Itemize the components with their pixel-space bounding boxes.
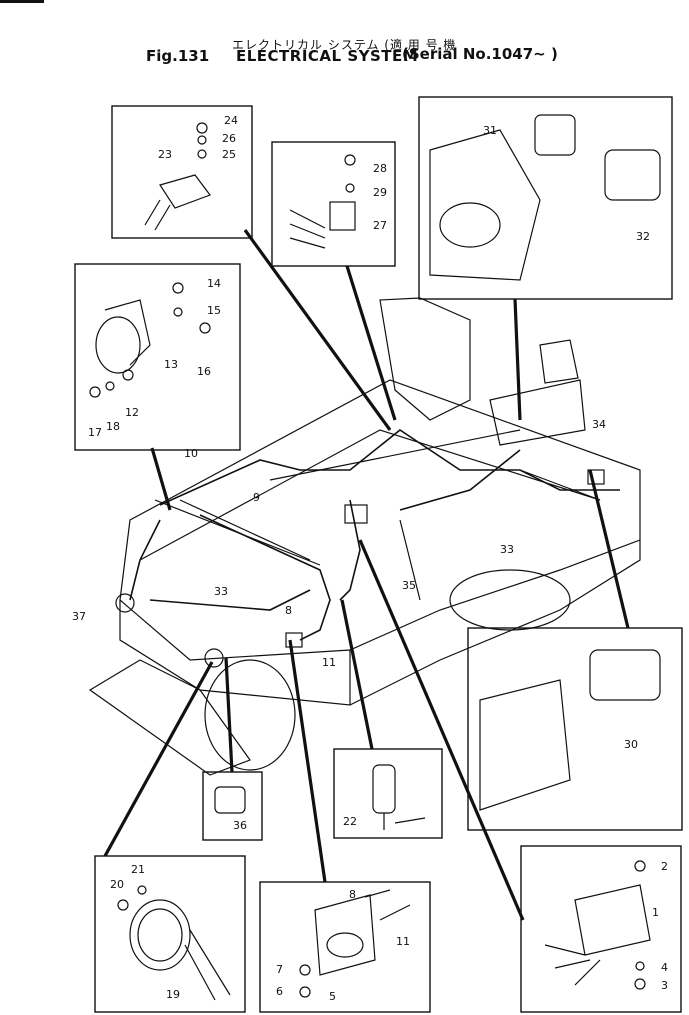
callout-9: 9 bbox=[253, 491, 260, 504]
callout-14: 14 bbox=[207, 277, 221, 290]
callout-15: 15 bbox=[207, 304, 221, 317]
callout-21: 21 bbox=[131, 863, 145, 876]
callout-30: 30 bbox=[624, 738, 638, 751]
corner-rule bbox=[0, 0, 44, 3]
callout-27: 27 bbox=[373, 219, 387, 232]
callout-23: 23 bbox=[158, 148, 172, 161]
callout-11-main: 11 bbox=[322, 656, 336, 669]
callout-26: 26 bbox=[222, 132, 236, 145]
callout-10: 10 bbox=[184, 447, 198, 460]
callout-3: 3 bbox=[661, 979, 668, 992]
callout-31: 31 bbox=[483, 124, 497, 137]
inset-box-plug bbox=[202, 771, 263, 841]
callout-22: 22 bbox=[343, 815, 357, 828]
callout-35: 35 bbox=[402, 579, 416, 592]
figure-title: ELECTRICAL SYSTEM bbox=[236, 47, 419, 65]
part-callouts: 24 26 25 23 28 29 27 31 32 14 15 16 13 1… bbox=[72, 114, 668, 1003]
callout-34: 34 bbox=[592, 418, 606, 431]
inset-box-regulator bbox=[520, 845, 682, 1013]
callout-24: 24 bbox=[224, 114, 238, 127]
callout-33-left: 33 bbox=[214, 585, 228, 598]
japanese-title: エレクトリカル システム (適 用 号 機 bbox=[232, 38, 457, 52]
callout-8-main: 8 bbox=[285, 604, 292, 617]
serial-range: (Serial No.1047~ ) bbox=[402, 45, 558, 63]
callout-36: 36 bbox=[233, 819, 247, 832]
callout-37: 37 bbox=[72, 610, 86, 623]
inset-box-switch bbox=[271, 141, 396, 267]
callout-13: 13 bbox=[164, 358, 178, 371]
callout-29: 29 bbox=[373, 186, 387, 199]
inset-box-relay bbox=[111, 105, 253, 239]
callout-11-inset: 11 bbox=[396, 935, 410, 948]
wire-harness bbox=[129, 429, 620, 641]
callout-17: 17 bbox=[88, 426, 102, 439]
callout-12: 12 bbox=[125, 406, 139, 419]
callout-25: 25 bbox=[222, 148, 236, 161]
components bbox=[89, 114, 661, 1001]
callout-1: 1 bbox=[652, 906, 659, 919]
inset-box-horn bbox=[74, 263, 241, 451]
leader-lines bbox=[103, 229, 630, 921]
callout-7: 7 bbox=[276, 963, 283, 976]
callout-20: 20 bbox=[110, 878, 124, 891]
callout-18: 18 bbox=[106, 420, 120, 433]
callout-16: 16 bbox=[197, 365, 211, 378]
inset-box-switch-bracket bbox=[259, 881, 431, 1013]
callout-6: 6 bbox=[276, 985, 283, 998]
callout-2: 2 bbox=[661, 860, 668, 873]
machine-frame bbox=[88, 297, 641, 776]
callout-5: 5 bbox=[329, 990, 336, 1003]
inset-box-tail-lamp bbox=[467, 627, 683, 831]
inset-box-headlamp bbox=[94, 855, 246, 1013]
callout-4: 4 bbox=[661, 961, 668, 974]
callout-32: 32 bbox=[636, 230, 650, 243]
callout-8-inset: 8 bbox=[349, 888, 356, 901]
callout-33-right: 33 bbox=[500, 543, 514, 556]
figure-number: Fig.131 bbox=[146, 47, 210, 65]
inset-box-rear-lamps bbox=[418, 96, 673, 300]
inset-box-filter bbox=[333, 748, 443, 839]
figure-header: エレクトリカル システム (適 用 号 機 Fig.131 ELECTRICAL… bbox=[0, 0, 689, 75]
callout-28: 28 bbox=[373, 162, 387, 175]
callout-19: 19 bbox=[166, 988, 180, 1001]
